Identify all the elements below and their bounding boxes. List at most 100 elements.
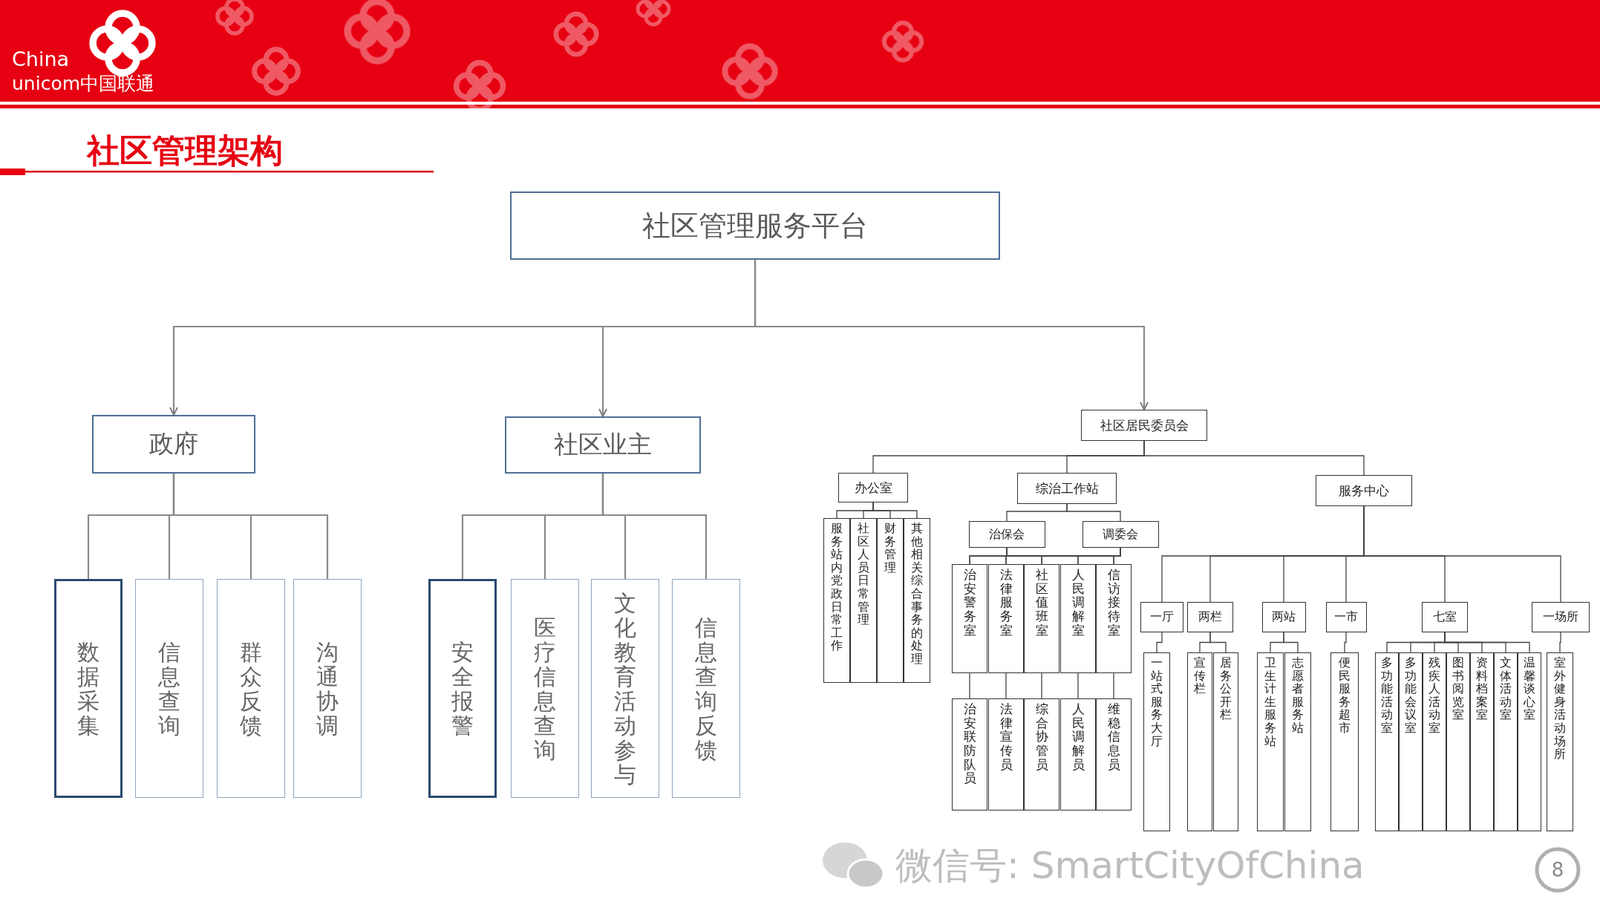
org-box: 政府 bbox=[92, 415, 256, 474]
node-text: 多功能活动室 bbox=[1380, 656, 1393, 736]
node-text: 沟通协调 bbox=[316, 640, 339, 739]
node-text: 卫生计生服务站 bbox=[1264, 656, 1277, 748]
org-box: 综治工作站 bbox=[1017, 472, 1117, 505]
connector bbox=[1144, 441, 1364, 476]
node-text: 治安联防队员 bbox=[963, 702, 977, 786]
node-text: 信息查询 bbox=[158, 640, 181, 739]
column-box: 卫生计生服务站 bbox=[1256, 652, 1284, 832]
column-box: 宣传栏 bbox=[1187, 652, 1213, 832]
connector bbox=[544, 473, 603, 580]
connector bbox=[602, 473, 707, 580]
connector bbox=[1112, 673, 1114, 699]
knot-pattern bbox=[556, 14, 597, 55]
node-text: 室外健身活动场所 bbox=[1553, 656, 1566, 762]
connector bbox=[863, 502, 874, 519]
node-text: 温馨谈心室 bbox=[1523, 656, 1536, 722]
logo-knot bbox=[92, 13, 153, 73]
connector bbox=[173, 473, 328, 580]
title-underline bbox=[25, 170, 434, 173]
knot-pattern bbox=[456, 63, 504, 110]
column-box: 人民调解室 bbox=[1060, 564, 1096, 674]
knot-pattern bbox=[724, 46, 775, 96]
connector bbox=[1386, 632, 1445, 653]
column-box: 数据采集 bbox=[54, 579, 123, 799]
node-text: 调委会 bbox=[1102, 527, 1139, 543]
knot-pattern bbox=[347, 1, 407, 61]
connector bbox=[1066, 441, 1145, 473]
connector bbox=[1363, 506, 1445, 603]
connector bbox=[1410, 632, 1445, 653]
column-box: 文体活动室 bbox=[1493, 652, 1518, 832]
node-text: 财务管理 bbox=[884, 521, 897, 574]
connector bbox=[1161, 506, 1364, 603]
column-box: 医疗信息查询 bbox=[510, 579, 580, 799]
node-text: 一站式服务大厅 bbox=[1150, 656, 1163, 748]
node-text: 其他相关综合事务的处理 bbox=[910, 521, 923, 666]
column-box: 多功能活动室 bbox=[1375, 652, 1399, 832]
org-box: 治保会 bbox=[968, 521, 1046, 548]
column-box: 信息查询反馈 bbox=[671, 579, 741, 799]
knot-pattern bbox=[884, 23, 922, 61]
column-box: 社区人员日常管理 bbox=[850, 518, 877, 684]
org-box: 调委会 bbox=[1082, 521, 1159, 548]
column-box: 综合协管员 bbox=[1023, 698, 1060, 811]
connector bbox=[1113, 547, 1121, 565]
node-text: 社区人员日常管理 bbox=[857, 521, 870, 627]
connector bbox=[602, 473, 626, 580]
node-text: 信访接待室 bbox=[1107, 567, 1121, 638]
column-box: 残疾人活动室 bbox=[1422, 652, 1447, 832]
connector bbox=[1346, 506, 1364, 603]
connector bbox=[173, 259, 756, 416]
node-text: 一厅 bbox=[1150, 609, 1174, 626]
org-box: 一市 bbox=[1326, 602, 1367, 633]
column-box: 资料档案室 bbox=[1470, 652, 1494, 832]
node-text: 综合协管员 bbox=[1035, 702, 1049, 772]
page-number-ring bbox=[1536, 849, 1579, 891]
connector bbox=[1006, 547, 1121, 565]
column-box: 信息查询 bbox=[135, 579, 204, 799]
connector bbox=[1041, 547, 1121, 565]
connector bbox=[1005, 673, 1007, 699]
watermark: 微信号: SmartCityOfChina bbox=[895, 841, 1365, 891]
node-text: 医疗信息查询 bbox=[533, 615, 557, 763]
column-box: 信访接待室 bbox=[1095, 564, 1132, 674]
node-text: 文化教育活动参与 bbox=[614, 590, 637, 788]
org-box: 七室 bbox=[1421, 602, 1468, 633]
column-box: 室外健身活动场所 bbox=[1546, 652, 1574, 832]
connector bbox=[755, 259, 1145, 410]
node-text: 综治工作站 bbox=[1035, 480, 1099, 498]
connector bbox=[1006, 504, 1067, 522]
column-box: 安全报警 bbox=[428, 579, 497, 799]
column-box: 服务站内党政日常工作 bbox=[823, 518, 851, 684]
connector bbox=[968, 673, 970, 699]
connector bbox=[873, 502, 917, 519]
org-box: 社区居民委员会 bbox=[1081, 409, 1208, 442]
node-text: 一市 bbox=[1334, 609, 1358, 626]
column-box: 便民服务超市 bbox=[1330, 652, 1359, 832]
header-rule bbox=[0, 104, 1600, 109]
column-box: 治安警务室 bbox=[951, 564, 988, 674]
column-box: 一站式服务大厅 bbox=[1143, 652, 1171, 832]
connector bbox=[1040, 673, 1042, 699]
node-text: 社区居民委员会 bbox=[1100, 417, 1189, 435]
node-text: 宣传栏 bbox=[1193, 656, 1206, 696]
node-text: 服务中心 bbox=[1338, 482, 1390, 500]
connector bbox=[88, 473, 174, 580]
org-box: 两站 bbox=[1262, 602, 1306, 633]
node-text: 多功能会议室 bbox=[1404, 656, 1417, 736]
node-text: 群众反馈 bbox=[239, 640, 263, 739]
node-text: 人民调解室 bbox=[1072, 567, 1085, 638]
org-box: 社区管理服务平台 bbox=[510, 191, 1001, 260]
connector bbox=[1283, 632, 1298, 653]
wechat-bubble bbox=[847, 859, 884, 888]
column-box: 温馨谈心室 bbox=[1517, 652, 1542, 832]
column-box: 其他相关综合事务的处理 bbox=[903, 518, 931, 684]
node-text: 两栏 bbox=[1198, 609, 1223, 626]
page-number: 8 bbox=[1551, 859, 1565, 882]
node-text: 办公室 bbox=[854, 479, 893, 497]
knot-pattern bbox=[637, 0, 669, 25]
node-text: 治安警务室 bbox=[963, 567, 977, 638]
connector bbox=[1156, 632, 1162, 653]
knot-pattern bbox=[254, 49, 299, 94]
